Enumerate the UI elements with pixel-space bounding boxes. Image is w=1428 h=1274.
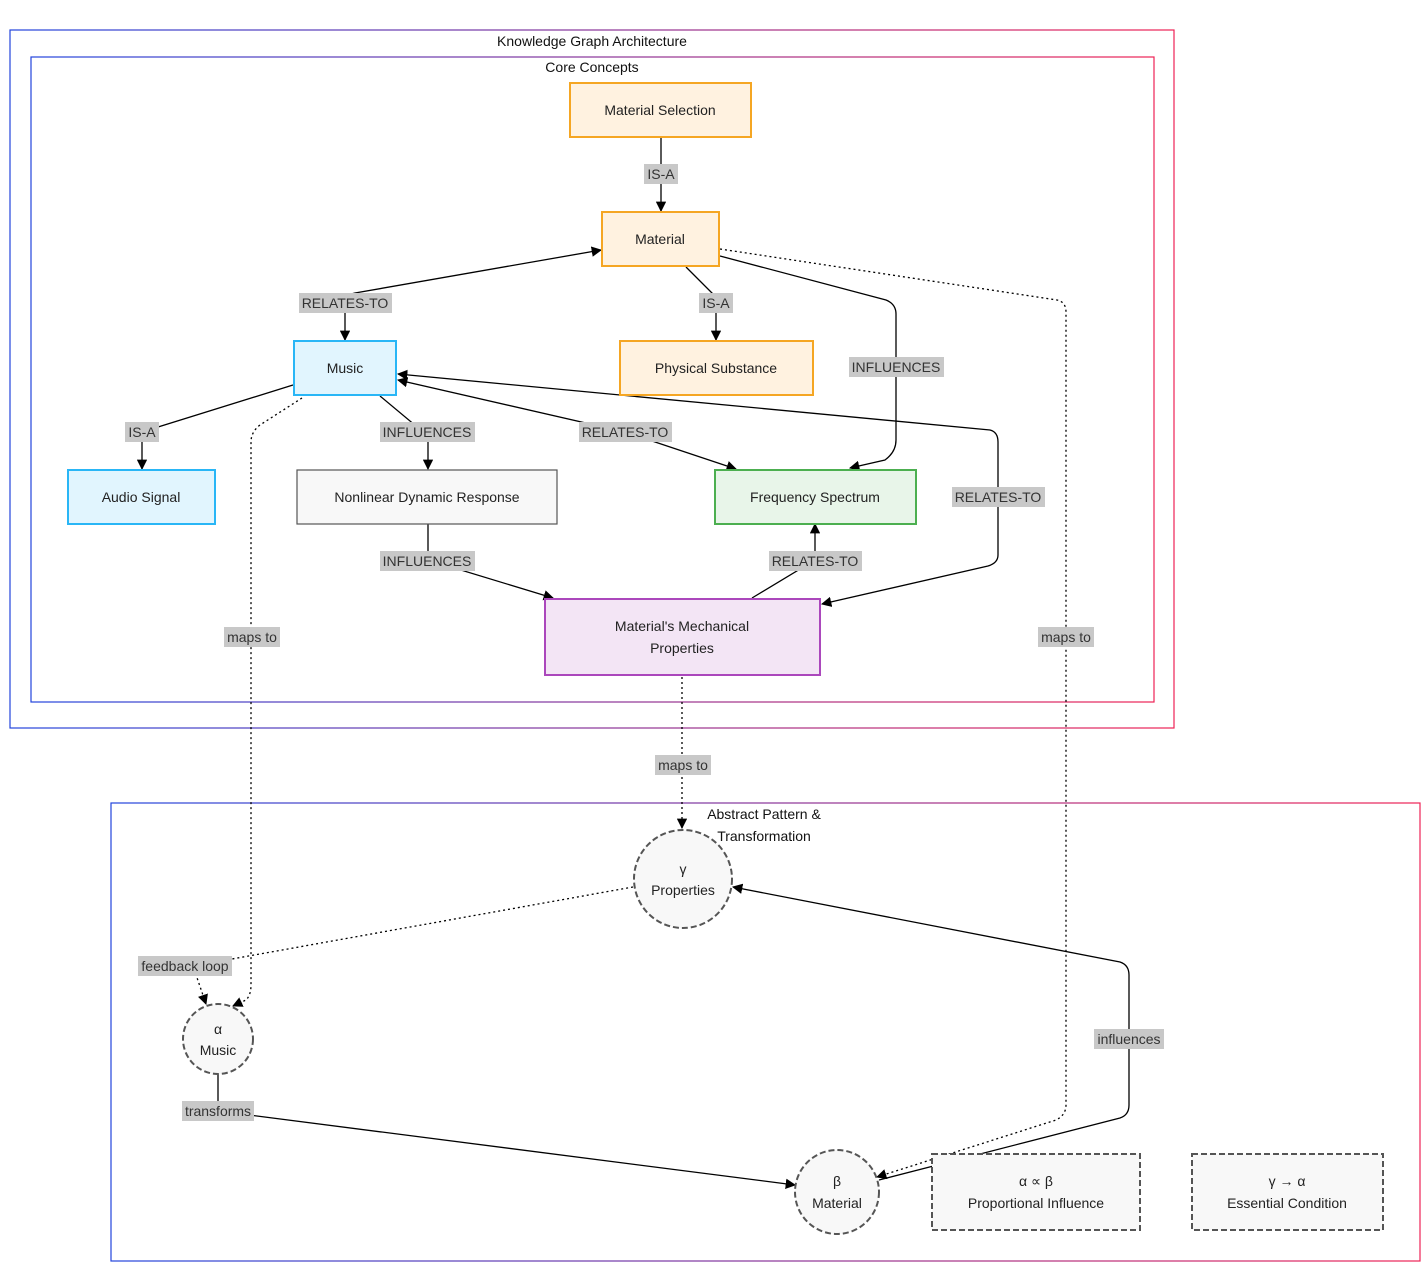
edge-music-alpha	[232, 397, 303, 1007]
svg-text:Audio Signal: Audio Signal	[102, 489, 181, 505]
label-influences-caps-2: INFLUENCES	[380, 422, 475, 442]
svg-text:Physical Substance: Physical Substance	[655, 360, 777, 376]
svg-text:IS-A: IS-A	[702, 295, 730, 311]
edge-music-audio	[136, 384, 294, 471]
edge-labels: IS-A RELATES-TO IS-A INFLUENCES IS-A INF…	[125, 164, 1164, 1121]
cluster-title-abstract-line2: Transformation	[717, 828, 811, 844]
svg-text:Properties: Properties	[651, 882, 715, 898]
label-relates-to-4: RELATES-TO	[769, 551, 862, 571]
label-relates-to-1: RELATES-TO	[299, 293, 392, 313]
svg-text:maps to: maps to	[227, 629, 277, 645]
label-relates-to-2: RELATES-TO	[579, 422, 672, 442]
svg-text:Proportional Influence: Proportional Influence	[968, 1195, 1104, 1211]
node-proportional-influence[interactable]: α ∝ β Proportional Influence	[931, 1153, 1141, 1231]
node-audio-signal[interactable]: Audio Signal	[67, 469, 216, 525]
cluster-title-abstract-line1: Abstract Pattern &	[707, 806, 821, 822]
svg-text:Material: Material	[635, 231, 685, 247]
svg-text:γ: γ	[680, 861, 687, 877]
svg-text:β: β	[833, 1173, 841, 1189]
svg-text:RELATES-TO: RELATES-TO	[772, 553, 859, 569]
svg-text:γ → α: γ → α	[1269, 1173, 1306, 1189]
svg-text:Frequency Spectrum: Frequency Spectrum	[750, 489, 880, 505]
svg-text:INFLUENCES: INFLUENCES	[383, 553, 472, 569]
svg-text:Material Selection: Material Selection	[604, 102, 715, 118]
node-beta-material[interactable]: β Material	[794, 1149, 880, 1235]
cluster-core-concepts: Core Concepts	[30, 56, 1155, 703]
node-nonlinear-dynamic-response[interactable]: Nonlinear Dynamic Response	[296, 469, 558, 525]
svg-text:Music: Music	[200, 1042, 237, 1058]
label-feedback-loop: feedback loop	[138, 956, 232, 976]
node-essential-condition[interactable]: γ → α Essential Condition	[1191, 1153, 1384, 1231]
svg-text:Material: Material	[812, 1195, 862, 1211]
node-physical-substance[interactable]: Physical Substance	[619, 340, 814, 396]
svg-text:RELATES-TO: RELATES-TO	[955, 489, 1042, 505]
svg-text:RELATES-TO: RELATES-TO	[302, 295, 389, 311]
label-relates-to-3: RELATES-TO	[952, 487, 1045, 507]
svg-text:maps to: maps to	[658, 757, 708, 773]
label-maps-to-music: maps to	[224, 627, 280, 647]
cluster-title-architecture: Knowledge Graph Architecture	[497, 33, 687, 49]
edge-alpha-beta	[217, 1074, 797, 1189]
svg-text:INFLUENCES: INFLUENCES	[383, 424, 472, 440]
label-influences-caps-3: INFLUENCES	[380, 551, 475, 571]
svg-text:transforms: transforms	[185, 1103, 251, 1119]
label-is-a-1: IS-A	[644, 164, 678, 184]
svg-text:RELATES-TO: RELATES-TO	[582, 424, 669, 440]
cluster-abstract-pattern: Abstract Pattern & Transformation	[110, 802, 1421, 1262]
node-material-selection[interactable]: Material Selection	[569, 82, 752, 138]
label-is-a-3: IS-A	[125, 422, 159, 442]
label-maps-to-material: maps to	[1038, 627, 1094, 647]
edge-gamma-alpha	[192, 886, 634, 1005]
node-alpha-music[interactable]: α Music	[182, 1003, 254, 1075]
svg-text:Material's Mechanical: Material's Mechanical	[615, 618, 749, 634]
svg-text:Nonlinear Dynamic Response: Nonlinear Dynamic Response	[334, 489, 519, 505]
node-frequency-spectrum[interactable]: Frequency Spectrum	[714, 469, 917, 525]
svg-text:α ∝ β: α ∝ β	[1019, 1173, 1053, 1189]
svg-text:IS-A: IS-A	[647, 166, 675, 182]
svg-text:influences: influences	[1097, 1031, 1160, 1047]
node-music[interactable]: Music	[293, 340, 397, 396]
label-is-a-2: IS-A	[699, 293, 733, 313]
cluster-knowledge-graph-architecture: Knowledge Graph Architecture	[9, 29, 1175, 729]
svg-text:maps to: maps to	[1041, 629, 1091, 645]
label-transforms: transforms	[182, 1101, 254, 1121]
svg-text:α: α	[214, 1021, 222, 1037]
svg-text:Properties: Properties	[650, 640, 714, 656]
label-maps-to-mechanical: maps to	[655, 755, 711, 775]
label-influences-caps-1: INFLUENCES	[849, 357, 944, 377]
svg-text:Essential Condition: Essential Condition	[1227, 1195, 1347, 1211]
node-mechanical-properties[interactable]: Material's Mechanical Properties	[544, 598, 821, 676]
cluster-title-core: Core Concepts	[545, 59, 638, 75]
node-material[interactable]: Material	[601, 211, 720, 267]
svg-text:feedback loop: feedback loop	[141, 958, 228, 974]
edge-beta-gamma	[731, 883, 1130, 1181]
label-influences: influences	[1094, 1029, 1164, 1049]
svg-text:Music: Music	[327, 360, 364, 376]
svg-text:IS-A: IS-A	[128, 424, 156, 440]
node-gamma-properties[interactable]: γ Properties	[633, 829, 733, 929]
svg-text:INFLUENCES: INFLUENCES	[852, 359, 941, 375]
